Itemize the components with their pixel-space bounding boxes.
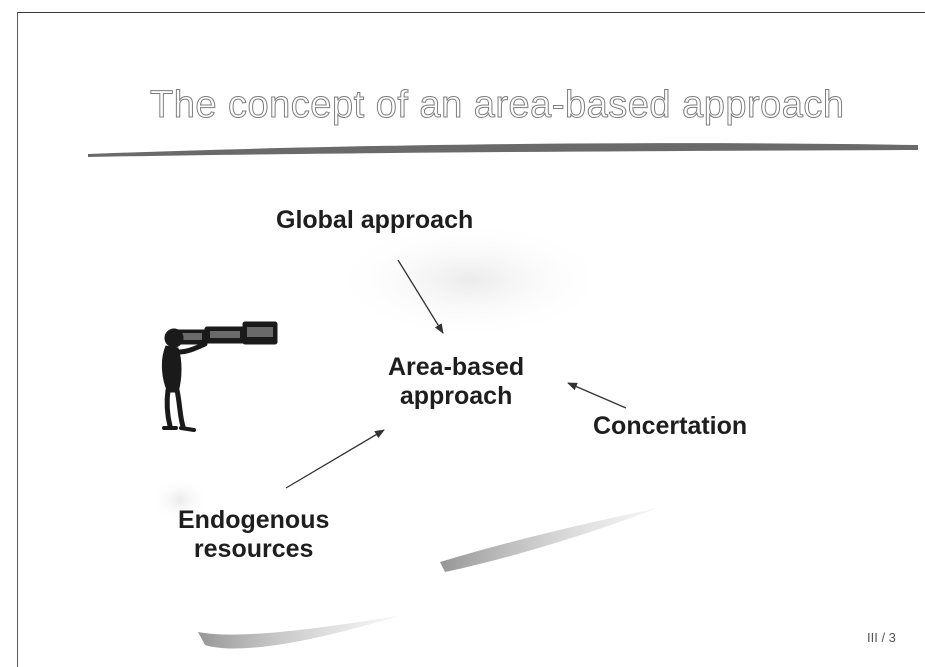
node-endogenous-line1: Endogenous	[178, 506, 330, 534]
node-concertation: Concertation	[593, 412, 748, 440]
title-underline-rule	[88, 143, 918, 157]
node-area-based-approach: Area-based approach	[388, 353, 524, 411]
slide-title: The concept of an area-based approach	[150, 84, 845, 127]
telescope-person-icon	[161, 321, 278, 432]
node-global-approach: Global approach	[276, 206, 474, 234]
node-endogenous-line2: resources	[193, 535, 314, 563]
arrow-global-to-center	[397, 259, 444, 334]
decorative-swoosh	[198, 616, 398, 649]
decorative-swoosh	[440, 508, 658, 572]
node-endogenous-resources: Endogenous resources	[178, 506, 329, 564]
node-area-based-line2: approach	[399, 382, 513, 410]
arrow-concertation-to-center	[567, 382, 627, 409]
background-smudge	[150, 478, 210, 522]
arrow-endogenous-to-center	[285, 429, 385, 489]
slide-border-top	[17, 12, 925, 13]
slide-border-left	[17, 12, 18, 667]
background-smudge	[330, 220, 610, 340]
node-area-based-line1: Area-based	[388, 353, 525, 381]
page-number: III / 3	[867, 630, 896, 645]
